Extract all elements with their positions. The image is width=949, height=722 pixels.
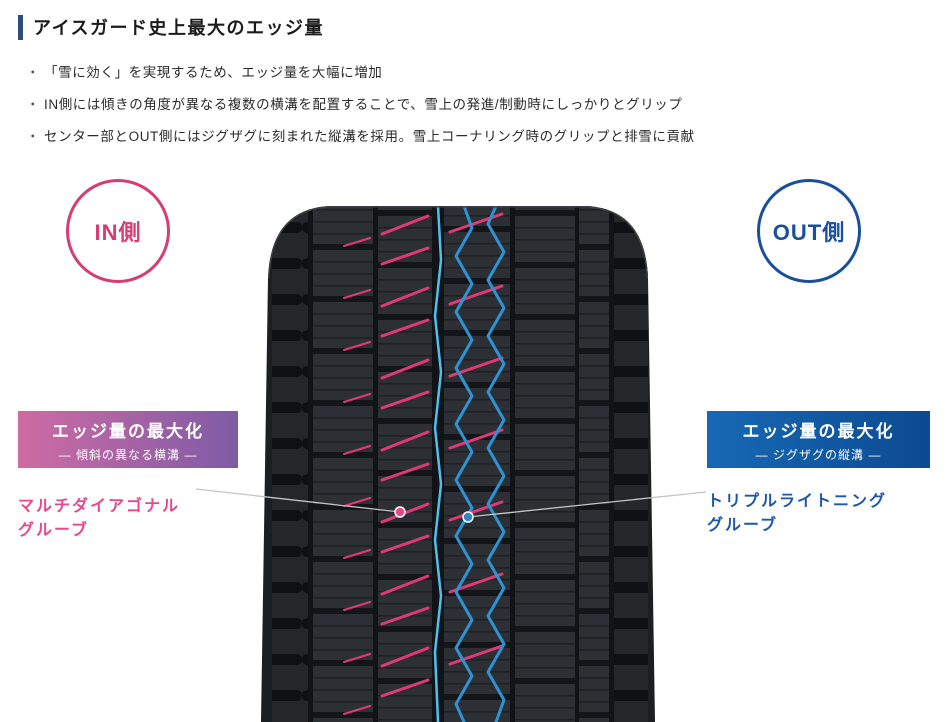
right-groove-name-line1: トリプルライトニング: [707, 493, 888, 510]
bullet-marker: ・: [26, 97, 41, 112]
bullet-text: IN側には傾きの角度が異なる複数の横溝を配置することで、雪上の発進/制動時にしっ…: [44, 97, 683, 112]
zigzag-groove-2: [486, 206, 506, 722]
in-side-badge: IN側: [66, 179, 170, 283]
bullet-marker: ・: [26, 65, 41, 80]
page-title: アイスガード史上最大のエッジ量: [33, 18, 325, 38]
right-groove-name-line2: グルーブ: [707, 517, 779, 534]
left-groove-name-line2: グルーブ: [18, 522, 90, 539]
left-groove-name: マルチダイアゴナル グルーブ: [18, 495, 180, 543]
left-feature-title: エッジ量の最大化: [52, 421, 204, 441]
center-groove-line: [433, 206, 443, 722]
right-feature-title: エッジ量の最大化: [742, 421, 895, 441]
bullet-item: ・ センター部とOUT側にはジグザグに刻まれた縦溝を採用。雪上コーナリング時のグ…: [26, 128, 695, 145]
header: アイスガード史上最大のエッジ量: [18, 14, 324, 40]
tire-top-rim: [266, 206, 650, 279]
bullet-marker: ・: [26, 129, 41, 144]
right-feature-subtitle: ― ジグザグの縦溝 ―: [755, 447, 882, 462]
right-groove-name: トリプルライトニング グルーブ: [707, 490, 887, 538]
left-feature-label: エッジ量の最大化 ― 傾斜の異なる横溝 ―: [18, 411, 238, 468]
zigzag-groove-1: [454, 206, 474, 722]
title-accent-bar: [18, 14, 23, 40]
bullet-text: 「雪に効く」を実現するため、エッジ量を大幅に増加: [44, 65, 383, 80]
out-side-badge: OUT側: [757, 179, 861, 283]
bullet-text: センター部とOUT側にはジグザグに刻まれた縦溝を採用。雪上コーナリング時のグリッ…: [44, 129, 695, 144]
right-shoulder-ribs: [614, 206, 648, 722]
bullet-list: ・ 「雪に効く」を実現するため、エッジ量を大幅に増加 ・ IN側には傾きの角度が…: [26, 64, 695, 160]
left-feature-subtitle: ― 傾斜の異なる横溝 ―: [58, 447, 198, 462]
left-groove-name-line1: マルチダイアゴナル: [18, 498, 181, 515]
bullet-item: ・ IN側には傾きの角度が異なる複数の横溝を配置することで、雪上の発進/制動時に…: [26, 96, 695, 113]
right-feature-label: エッジ量の最大化 ― ジグザグの縦溝 ―: [707, 411, 930, 468]
left-shoulder-ribs: [272, 206, 308, 722]
bullet-item: ・ 「雪に効く」を実現するため、エッジ量を大幅に増加: [26, 64, 695, 81]
tire-body: [261, 206, 655, 722]
tire-illustration: [261, 206, 655, 722]
